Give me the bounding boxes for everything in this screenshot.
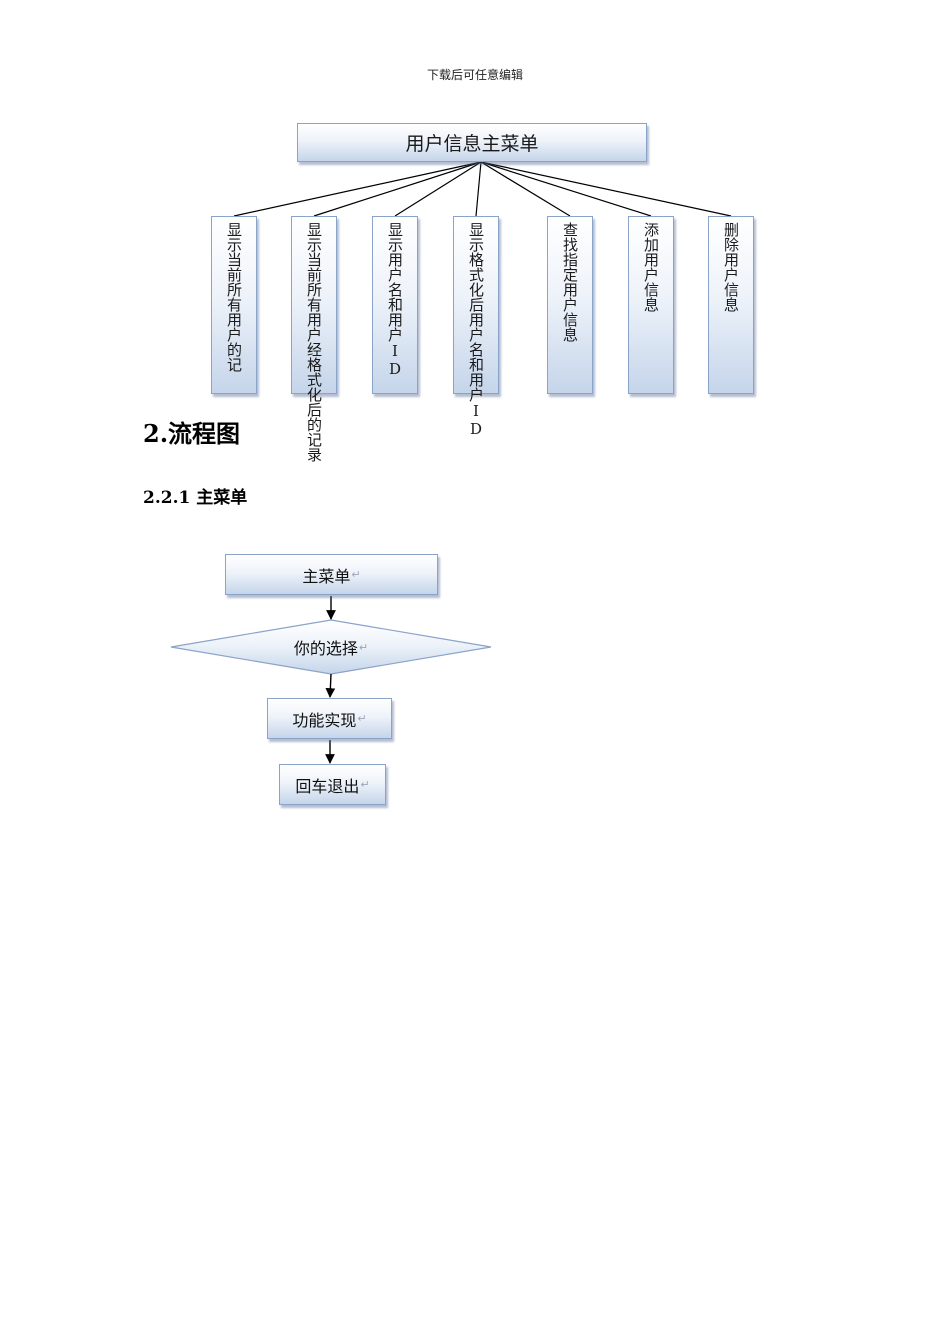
leaf-node [708, 216, 754, 394]
return-mark: ↵ [358, 640, 369, 654]
return-mark: ↵ [357, 712, 367, 725]
flow-step-exit: 回车退出↵ [279, 764, 386, 805]
flow-step-label: 主菜单 [302, 566, 351, 586]
flow-step-function: 功能实现↵ [267, 698, 392, 739]
flow-step-label: 你的选择 [293, 639, 358, 658]
page-header-note: 下载后可任意编辑 [426, 68, 523, 82]
leaf-node [291, 216, 337, 394]
flow-step-label: 功能实现 [292, 710, 357, 730]
leaf-node [547, 216, 593, 394]
flow-arrows [325, 596, 336, 764]
subsection-title: 2.2.1 主菜单 [143, 488, 248, 508]
leaf-node [453, 216, 499, 394]
leaf-node [628, 216, 674, 394]
leaf-node [211, 216, 257, 394]
leaf-label: 添加用户信息 [642, 222, 660, 312]
return-mark: ↵ [360, 778, 370, 791]
flow-step-choice: 你的选择↵ [171, 620, 491, 674]
section-title: 2.流程图 [143, 419, 241, 448]
leaf-label: 显示当前所有用户的记 [225, 222, 243, 372]
root-node: 用户信息主菜单 [297, 123, 647, 162]
leaf-label: 显示用户名和用户ID [386, 222, 404, 378]
leaf-node [372, 216, 418, 394]
tree-lines [233, 161, 732, 217]
leaf-label: 删除用户信息 [722, 222, 740, 312]
flow-step-main-menu: 主菜单↵ [225, 554, 438, 595]
leaf-label: 查找指定用户信息 [561, 222, 579, 342]
return-mark: ↵ [351, 568, 361, 581]
leaf-label: 显示当前所有用户经格式化后的记录 [305, 222, 323, 462]
leaf-label: 显示格式化后用户名和用户ID [467, 222, 485, 438]
root-node-label: 用户信息主菜单 [405, 133, 539, 155]
flow-step-label: 回车退出 [295, 776, 360, 796]
